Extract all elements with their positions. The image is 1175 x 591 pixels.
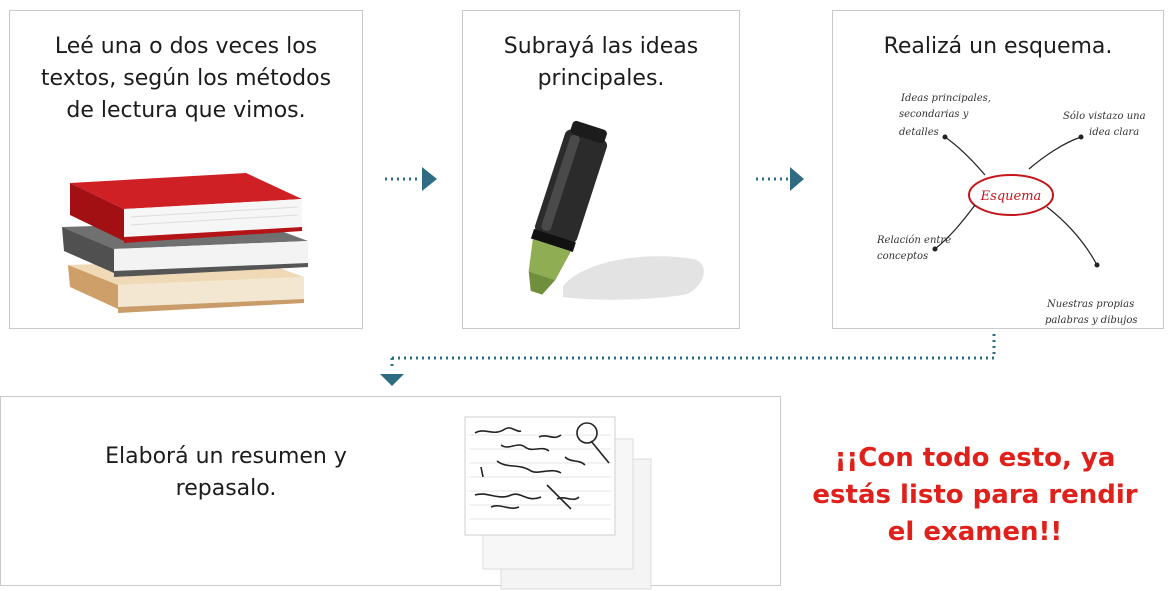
notes-icon — [464, 416, 652, 590]
highlighter-icon — [528, 120, 704, 300]
step-card-read: Leé una o dos veces los textos, según lo… — [9, 10, 363, 329]
mindmap-center: Esquema — [980, 189, 1042, 204]
note-vistazo-2: idea clara — [1089, 127, 1139, 138]
note-relacion-2: conceptos — [877, 251, 928, 262]
books-icon — [62, 173, 308, 313]
note-relacion-1: Relación entre — [876, 235, 951, 246]
arrow-right-icon — [385, 167, 437, 191]
note-vistazo-1: Sólo vistazo una — [1063, 111, 1146, 122]
mindmap-icon: Esquema Ideas principales, secondarias y… — [876, 93, 1146, 326]
note-ideas-2: secondarias y — [899, 109, 969, 120]
note-ideas-3: detalles — [899, 127, 939, 138]
step-card-scheme: Realizá un esquema. Esquema Ideas princi… — [832, 10, 1164, 329]
arrow-down-icon — [380, 334, 996, 386]
step-text-underline: Subrayá las ideas principales. — [503, 34, 699, 91]
note-palabras-2: palabras y dibujos — [1045, 315, 1138, 326]
final-message: ¡¡Con todo esto, ya estás listo para ren… — [812, 443, 1138, 547]
step-text-read: Leé una o dos veces los textos, según lo… — [40, 34, 332, 123]
step-card-summary: Elaborá un resumen y repasalo. — [0, 396, 781, 590]
step-card-underline: Subrayá las ideas principales. — [462, 10, 740, 329]
note-ideas-1: Ideas principales, — [900, 93, 991, 104]
arrow-right-icon — [756, 167, 804, 191]
step-text-summary: Elaborá un resumen y repasalo. — [105, 444, 347, 501]
note-palabras-1: Nuestras propias — [1046, 299, 1134, 310]
step-text-scheme: Realizá un esquema. — [883, 34, 1113, 59]
